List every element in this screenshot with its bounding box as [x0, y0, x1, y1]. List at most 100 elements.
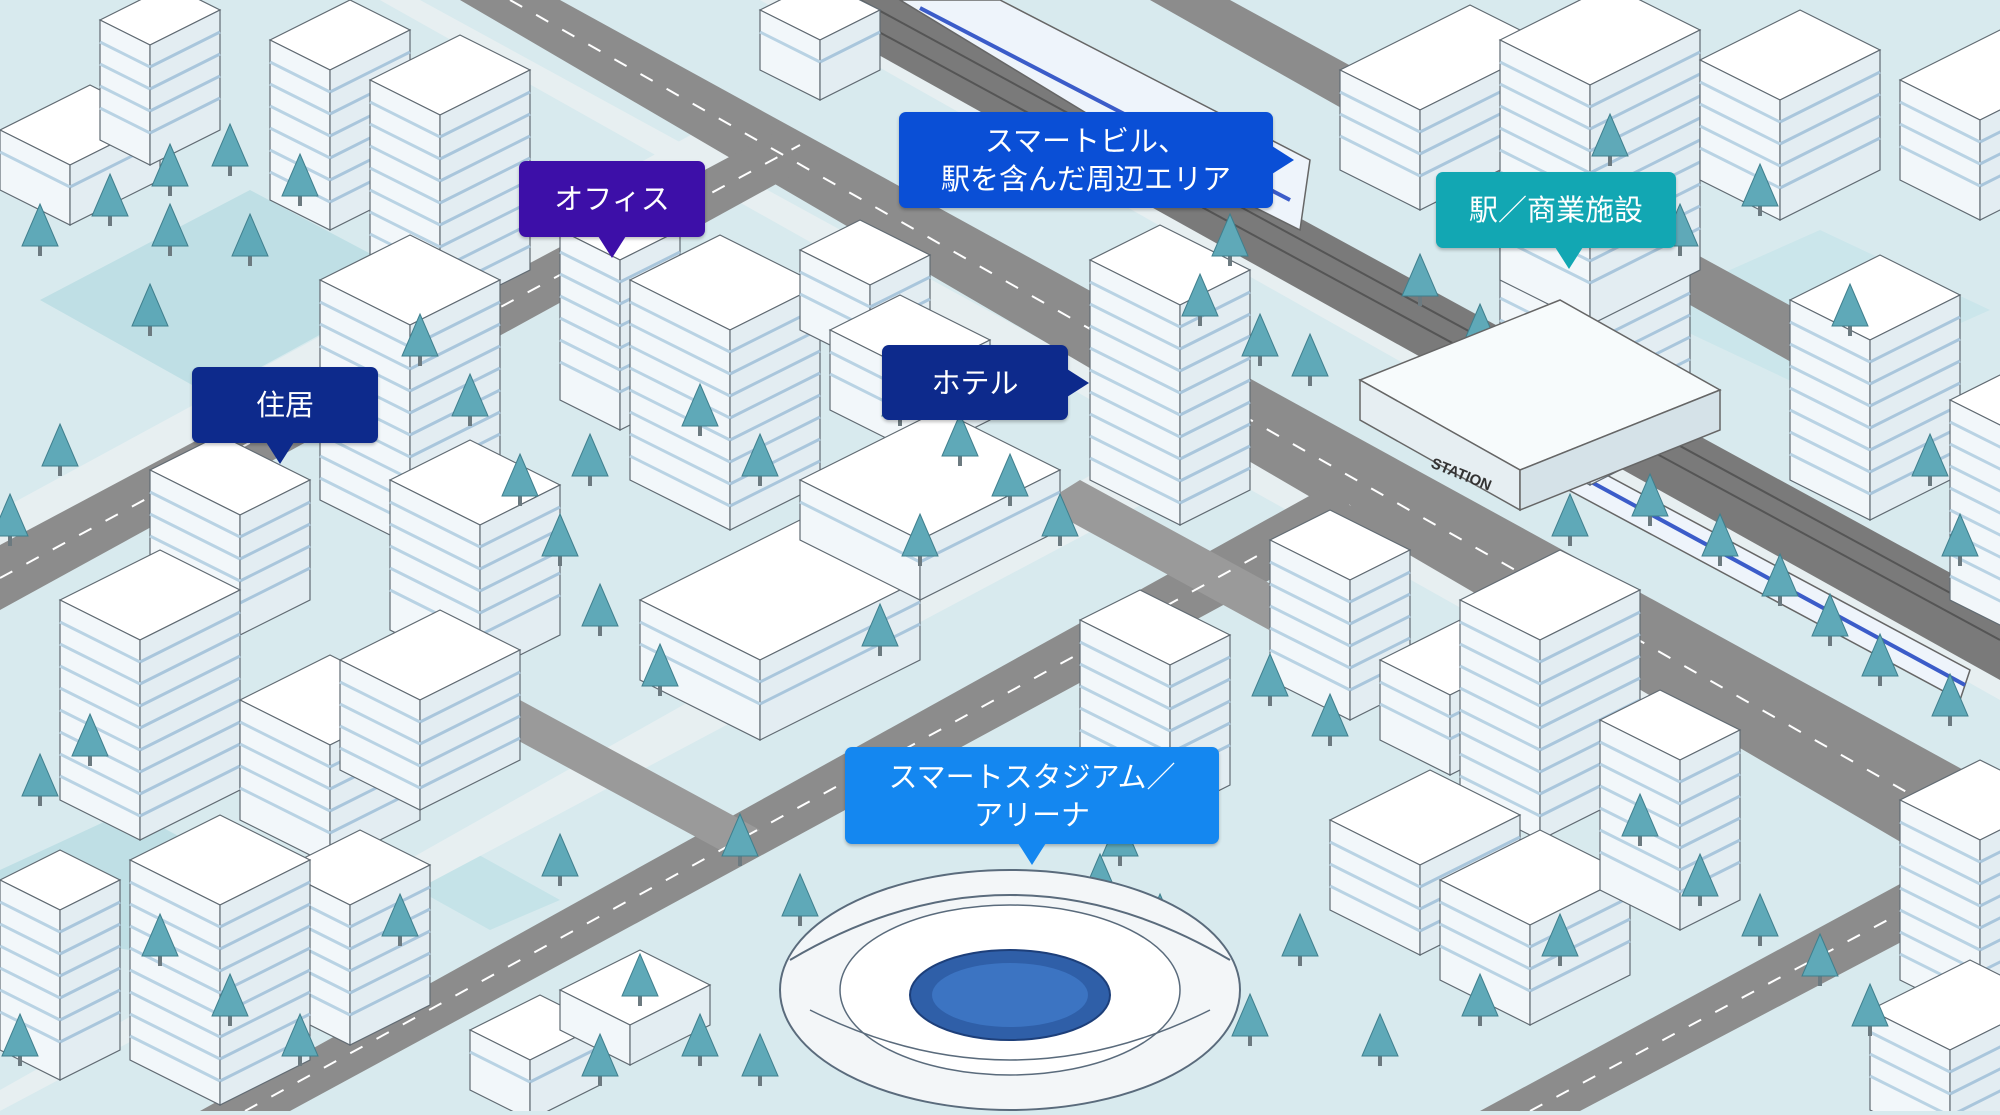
label-station-commercial[interactable]: 駅／商業施設	[1436, 172, 1676, 248]
building	[98, 0, 222, 166]
label-hotel-pointer	[1067, 369, 1089, 397]
label-station-commercial-text: 駅／商業施設	[1468, 193, 1643, 227]
tree	[231, 212, 269, 266]
tree	[1401, 252, 1439, 306]
tree	[1591, 112, 1629, 166]
building	[1698, 9, 1882, 221]
tree	[1361, 1012, 1399, 1066]
tree	[1621, 792, 1659, 846]
tree	[21, 752, 59, 806]
tree	[381, 892, 419, 946]
tree	[641, 642, 679, 696]
tree	[941, 412, 979, 466]
building	[388, 439, 562, 676]
tree	[1861, 632, 1899, 686]
label-residence-text: 住居	[255, 388, 314, 422]
park-area-northwest	[40, 190, 420, 395]
tree	[401, 312, 439, 366]
tree	[901, 512, 939, 566]
tree	[501, 452, 539, 506]
label-smart-building-pointer	[1272, 146, 1294, 174]
tree	[621, 952, 659, 1006]
tree	[581, 1032, 619, 1086]
tree	[991, 452, 1029, 506]
tree	[1251, 652, 1289, 706]
tree	[741, 432, 779, 486]
label-residence-pointer	[266, 442, 294, 464]
trees	[0, 112, 1979, 1086]
tree	[21, 202, 59, 256]
building	[128, 814, 312, 1106]
tree	[281, 152, 319, 206]
label-hotel[interactable]: ホテル	[882, 345, 1068, 420]
road-diagonal-southeast	[1480, 830, 2000, 1111]
tree	[1461, 972, 1499, 1026]
label-office-text: オフィス	[554, 182, 670, 216]
tree	[1311, 692, 1349, 746]
tree	[1291, 332, 1329, 386]
building	[1088, 224, 1252, 526]
label-smart-building[interactable]: スマートビル、 駅を含んだ周辺エリア	[899, 112, 1273, 208]
tree	[1041, 492, 1079, 546]
tree	[1851, 982, 1889, 1036]
tree	[1761, 552, 1799, 606]
tree	[1281, 912, 1319, 966]
tree	[141, 912, 179, 966]
tree	[681, 382, 719, 436]
building	[1868, 959, 2000, 1115]
label-stadium-pointer	[1018, 843, 1046, 865]
tree	[0, 492, 29, 546]
label-smart-building-line1: スマートビル、	[984, 124, 1188, 158]
tree	[151, 202, 189, 256]
building	[758, 0, 882, 101]
tree	[1631, 472, 1669, 526]
building	[58, 549, 242, 841]
tree	[741, 1032, 779, 1086]
building	[278, 829, 432, 1046]
tree	[1, 1012, 39, 1066]
label-office-pointer	[598, 236, 626, 258]
building	[628, 234, 822, 531]
label-office[interactable]: オフィス	[519, 161, 705, 237]
tree	[1911, 432, 1949, 486]
label-stadium-line1: スマートスタジアム／	[888, 759, 1176, 794]
tree	[1681, 852, 1719, 906]
label-stadium-line2: アリーナ	[973, 797, 1090, 832]
tree	[571, 432, 609, 486]
label-stadium[interactable]: スマートスタジアム／ アリーナ	[845, 747, 1219, 844]
tree	[1211, 212, 1249, 266]
building	[1788, 254, 1962, 521]
building	[1948, 374, 2000, 626]
building	[1898, 29, 2000, 221]
tree	[861, 602, 899, 656]
tree	[721, 812, 759, 866]
tree	[1741, 162, 1779, 216]
building	[1338, 4, 1552, 211]
tree	[41, 422, 79, 476]
tree	[281, 1012, 319, 1066]
tree	[71, 712, 109, 766]
tree	[781, 872, 819, 926]
building	[1598, 689, 1742, 931]
tree	[1801, 932, 1839, 986]
tree	[1181, 272, 1219, 326]
tree	[1231, 992, 1269, 1046]
tree	[211, 122, 249, 176]
tree	[1831, 282, 1869, 336]
tree	[1931, 672, 1969, 726]
station-building: STATION	[1358, 299, 1722, 512]
tree	[581, 582, 619, 636]
tree	[91, 172, 129, 226]
label-residence[interactable]: 住居	[192, 367, 378, 443]
tree	[541, 832, 579, 886]
building	[798, 409, 1062, 601]
label-station-commercial-pointer	[1555, 247, 1583, 269]
tree	[1701, 512, 1739, 566]
road-cross-street	[480, 700, 760, 850]
tree	[1741, 892, 1779, 946]
tree	[1541, 912, 1579, 966]
stadium	[779, 869, 1241, 1111]
tree	[681, 1012, 719, 1066]
building	[1438, 829, 1632, 1026]
